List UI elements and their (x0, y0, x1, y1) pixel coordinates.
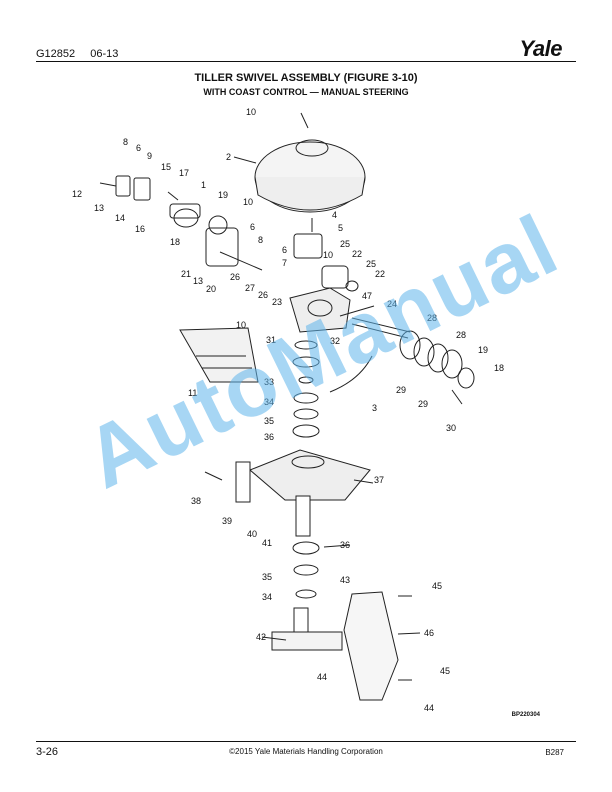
callout: 33 (264, 377, 274, 387)
callout: 26 (258, 290, 268, 300)
callout: 23 (272, 297, 282, 307)
callout: 21 (181, 269, 191, 279)
callout: 3 (372, 403, 377, 413)
callout: 17 (179, 168, 189, 178)
callout: 45 (432, 581, 442, 591)
document-header: G12852 06-13 (36, 48, 118, 60)
callout: 34 (264, 397, 274, 407)
callout: 35 (262, 572, 272, 582)
callout: 40 (247, 529, 257, 539)
callout: 44 (317, 672, 327, 682)
callout: 16 (135, 224, 145, 234)
callout: 34 (262, 592, 272, 602)
callout: 8 (123, 137, 128, 147)
callout: 41 (262, 538, 272, 548)
callout: 47 (362, 291, 372, 301)
callout: 36 (264, 432, 274, 442)
exploded-parts-diagram: 10 2 8 6 9 15 17 1 19 12 13 14 16 18 10 … (72, 107, 504, 713)
callout: 13 (94, 203, 104, 213)
callout: 26 (230, 272, 240, 282)
header-rule (36, 61, 576, 62)
callout: 10 (246, 107, 256, 117)
callout: 5 (338, 223, 343, 233)
footer-rule (36, 741, 576, 742)
swivel-housing-part (289, 265, 359, 333)
callout: 14 (115, 213, 125, 223)
callout: 1 (201, 180, 206, 190)
shield-part (179, 327, 259, 383)
wire-part (329, 355, 373, 393)
callout: 18 (494, 363, 504, 373)
mount-bracket-part (293, 218, 323, 259)
page-number: 3-26 (36, 746, 59, 758)
callout: 13 (193, 276, 203, 286)
bearing-stack-upper (292, 340, 320, 438)
callout: 15 (161, 162, 171, 172)
callout: 6 (136, 143, 141, 153)
callout: 4 (332, 210, 337, 220)
callout: 9 (147, 151, 152, 161)
callout: 28 (456, 330, 466, 340)
mounting-plate-part (343, 591, 412, 701)
callout: 8 (258, 235, 263, 245)
document-date: 06-13 (90, 48, 119, 60)
callout: 10 (236, 320, 246, 330)
callout: 19 (218, 190, 228, 200)
callout: 35 (264, 416, 274, 426)
figure-reference-code: BP220304 (511, 712, 540, 718)
callout: 6 (282, 245, 287, 255)
base-plate-part (204, 449, 371, 537)
callout: 27 (245, 283, 255, 293)
callout: 39 (222, 516, 232, 526)
bearing-stack-lower (292, 541, 320, 599)
callout-labels: 10 2 8 6 9 15 17 1 19 12 13 14 16 18 10 … (72, 107, 504, 713)
callout: 44 (424, 703, 434, 713)
tiller-cover-part (254, 139, 366, 213)
lower-bracket-part (271, 607, 343, 651)
callout: 45 (440, 666, 450, 676)
callout: 37 (374, 475, 384, 485)
callout: 6 (250, 222, 255, 232)
callout: 31 (266, 335, 276, 345)
callout: 22 (352, 249, 362, 259)
yale-logo: Yale (519, 36, 563, 61)
callout: 46 (424, 628, 434, 638)
callout: 18 (170, 237, 180, 247)
callout: 29 (418, 399, 428, 409)
switch-stack-part (399, 330, 475, 405)
callout: 32 (330, 336, 340, 346)
callout: 22 (375, 269, 385, 279)
callout: 20 (206, 284, 216, 294)
callout: 42 (256, 632, 266, 642)
document-id: G12852 (36, 48, 76, 60)
callout: 36 (340, 540, 350, 550)
copyright-notice: ©2015 Yale Materials Handling Corporatio… (229, 747, 383, 756)
page-title: TILLER SWIVEL ASSEMBLY (FIGURE 3-10) (194, 72, 418, 84)
callout: 38 (191, 496, 201, 506)
callout: 7 (282, 258, 287, 268)
callout: 25 (340, 239, 350, 249)
callout: 30 (446, 423, 456, 433)
callout: 10 (323, 250, 333, 260)
callout: 10 (243, 197, 253, 207)
callout: 12 (72, 189, 82, 199)
callout: 2 (226, 152, 231, 162)
callout: 19 (478, 345, 488, 355)
footer-code: B287 (545, 748, 564, 757)
upper-left-parts (99, 175, 263, 271)
page-subtitle: WITH COAST CONTROL — MANUAL STEERING (203, 87, 409, 97)
callout: 28 (427, 313, 437, 323)
leader-lines (233, 112, 421, 641)
callout: 29 (396, 385, 406, 395)
callout: 25 (366, 259, 376, 269)
shaft-part (351, 317, 411, 339)
callout: 43 (340, 575, 350, 585)
callout: 11 (188, 388, 197, 398)
callout: 24 (387, 299, 397, 309)
